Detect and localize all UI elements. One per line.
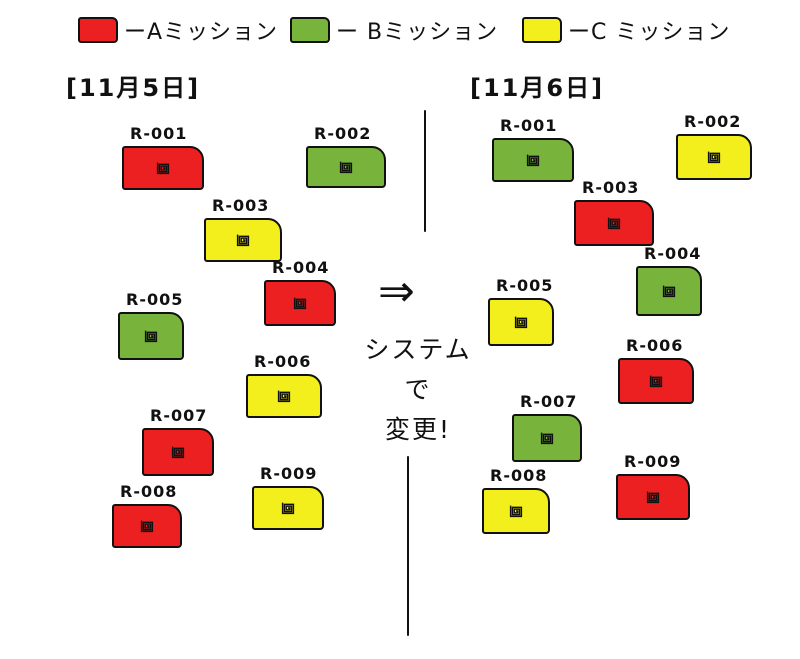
robot-mission-box [306, 146, 386, 188]
legend-swatch-c [522, 17, 562, 43]
left-robot-1: R-001 [122, 124, 210, 190]
right-robot-1: R-001 [492, 116, 580, 182]
robot-mission-box [636, 266, 702, 316]
legend-item-b: ー Bミッション [290, 14, 498, 46]
spiral-icon [171, 446, 185, 459]
robot-id-label: R-007 [520, 392, 578, 411]
spiral-icon [540, 432, 554, 445]
left-robot-6: R-006 [246, 352, 328, 418]
right-robot-3: R-003 [574, 178, 660, 246]
robot-id-label: R-006 [626, 336, 684, 355]
left-robot-3: R-003 [204, 196, 288, 262]
divider-bottom [407, 456, 409, 636]
left-robot-5: R-005 [118, 290, 190, 360]
spiral-icon [514, 316, 528, 329]
left-robot-4: R-004 [264, 258, 342, 326]
robot-mission-box [492, 138, 574, 182]
robot-mission-box [264, 280, 336, 326]
robot-mission-box [204, 218, 282, 262]
spiral-icon [526, 154, 540, 167]
change-note: システムで 変更! [358, 330, 478, 450]
robot-mission-box [142, 428, 214, 476]
robot-id-label: R-004 [644, 244, 702, 263]
right-robot-9: R-009 [616, 452, 696, 520]
legend-label-a: ーAミッション [124, 20, 279, 45]
spiral-icon [707, 151, 721, 164]
robot-mission-box [482, 488, 550, 534]
spiral-icon [277, 390, 291, 403]
spiral-icon [339, 161, 353, 174]
spiral-icon [156, 162, 170, 175]
right-date-label: [11月6日] [470, 74, 605, 102]
robot-id-label: R-002 [684, 112, 742, 131]
robot-id-label: R-009 [624, 452, 682, 471]
robot-mission-box [616, 474, 690, 520]
spiral-icon [140, 520, 154, 533]
right-robot-6: R-006 [618, 336, 700, 404]
robot-mission-box [512, 414, 582, 462]
left-robot-8: R-008 [112, 482, 188, 548]
legend-swatch-a [78, 17, 118, 43]
robot-mission-box [574, 200, 654, 246]
spiral-icon [293, 297, 307, 310]
change-arrow: ⇒ [378, 266, 415, 317]
legend-swatch-b [290, 17, 330, 43]
robot-id-label: R-009 [260, 464, 318, 483]
robot-id-label: R-001 [130, 124, 188, 143]
legend-label-b: ー Bミッション [336, 20, 499, 45]
right-robot-8: R-008 [482, 466, 556, 534]
robot-id-label: R-008 [120, 482, 178, 501]
robot-mission-box [252, 486, 324, 530]
robot-id-label: R-004 [272, 258, 330, 277]
right-robot-4: R-004 [636, 244, 708, 316]
right-robot-5: R-005 [488, 276, 560, 346]
robot-id-label: R-006 [254, 352, 312, 371]
spiral-icon [509, 505, 523, 518]
robot-id-label: R-008 [490, 466, 548, 485]
divider-top [424, 110, 426, 232]
spiral-icon [281, 502, 295, 515]
robot-mission-box [618, 358, 694, 404]
left-date-label: [11月5日] [66, 74, 201, 102]
left-robot-7: R-007 [142, 406, 220, 476]
spiral-icon [607, 217, 621, 230]
robot-mission-box [488, 298, 554, 346]
spiral-icon [236, 234, 250, 247]
robot-id-label: R-007 [150, 406, 208, 425]
robot-mission-box [246, 374, 322, 418]
spiral-icon [662, 285, 676, 298]
legend-item-c: ーC ミッション [522, 14, 730, 46]
robot-mission-box [122, 146, 204, 190]
robot-id-label: R-003 [212, 196, 270, 215]
robot-id-label: R-005 [496, 276, 554, 295]
left-robot-9: R-009 [252, 464, 330, 530]
spiral-icon [144, 330, 158, 343]
robot-mission-box [112, 504, 182, 548]
robot-id-label: R-005 [126, 290, 184, 309]
robot-mission-box [118, 312, 184, 360]
change-note-line1: システムで [364, 335, 472, 404]
legend-label-c: ーC ミッション [568, 20, 731, 45]
right-robot-7: R-007 [512, 392, 588, 462]
robot-id-label: R-003 [582, 178, 640, 197]
left-robot-2: R-002 [306, 124, 392, 188]
robot-id-label: R-002 [314, 124, 372, 143]
right-robot-2: R-002 [676, 112, 758, 180]
spiral-icon [646, 491, 660, 504]
spiral-icon [649, 375, 663, 388]
robot-id-label: R-001 [500, 116, 558, 135]
legend-item-a: ーAミッション [78, 14, 278, 46]
change-note-line2: 変更! [384, 415, 452, 444]
robot-mission-box [676, 134, 752, 180]
